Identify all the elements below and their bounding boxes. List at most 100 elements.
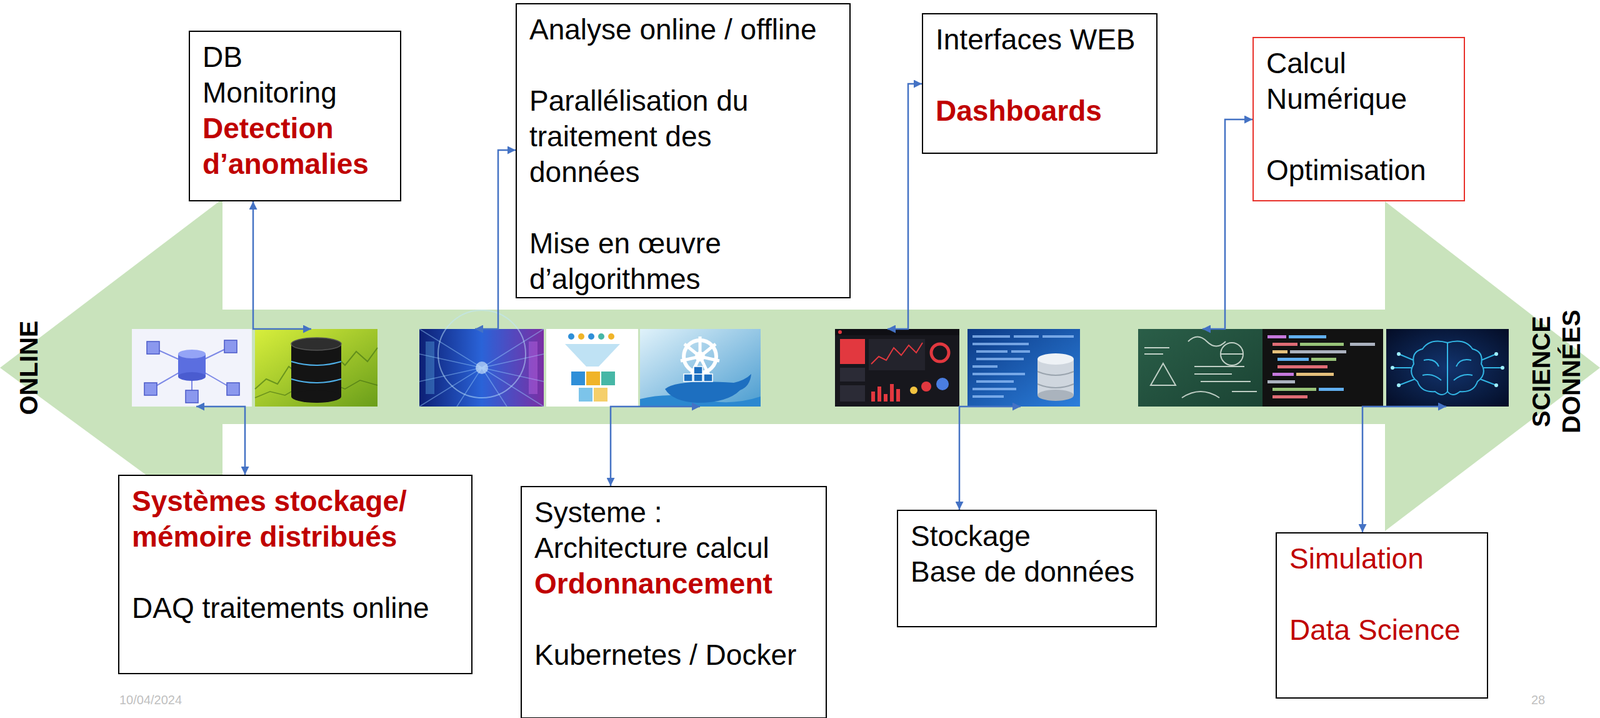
network-db-picture-part (131, 328, 252, 407)
chalkboard-picture-part-part (1144, 347, 1170, 354)
dashboard-picture-part-part (890, 383, 894, 402)
code-database-picture-part-part (972, 387, 1017, 390)
network-db-picture-part (150, 346, 234, 394)
rotated-holder: SCIENCE DONNÉES (1526, 309, 1587, 434)
kubernetes-docker-picture-part-part (693, 373, 703, 382)
highlight-text: Dashboards (935, 93, 1144, 129)
dashboard-picture-part-part (896, 388, 900, 402)
dashboard-picture-part (871, 383, 900, 402)
kubernetes-docker-picture-part (665, 373, 752, 403)
chalkboard-picture-part-part (1188, 336, 1226, 347)
code-database-picture-part-part (972, 365, 998, 368)
brain-picture-part-part (1396, 351, 1401, 356)
box-text: Parallélisation du traitement des donnée… (529, 83, 822, 190)
code-database-picture-part-part (972, 395, 1004, 398)
box-text: Systeme : (534, 494, 814, 530)
brain-picture-part-part (1494, 351, 1499, 356)
text-box: SimulationData Science (1275, 531, 1489, 699)
connector-arrow (1362, 406, 1447, 532)
dark-code-picture-part (1277, 357, 1309, 361)
data-blocks-picture-part (571, 371, 585, 385)
text-box: Systeme :Architecture calculOrdonnanceme… (520, 485, 827, 718)
connector-arrow (887, 83, 922, 329)
box-text: Mise en œuvre d’algorithmes (529, 225, 822, 297)
brain-picture-part-part (1446, 342, 1449, 392)
dashboard-picture-part (936, 377, 949, 390)
box-text: DB (202, 39, 388, 75)
server-room-picture-part (419, 328, 544, 407)
dashboard-picture-part (840, 385, 865, 402)
slide-date: 10/04/2024 (119, 691, 182, 708)
text-box: DBMonitoringDetection d’anomalies (188, 30, 402, 202)
cylinder-picture-part (291, 361, 342, 365)
box-text: Interfaces WEB (935, 21, 1144, 58)
kubernetes-docker-picture-part (683, 366, 713, 382)
dark-code-picture-part (1318, 387, 1344, 391)
network-db-picture (131, 328, 252, 407)
dashboard-picture-part (910, 386, 918, 394)
code-database-picture-part-part (976, 357, 1024, 360)
brain-picture-part-part (1422, 359, 1473, 380)
chalkboard-picture (1138, 328, 1263, 407)
server-room-picture-part (419, 328, 544, 407)
rotated-holder: ONLINE (13, 320, 44, 415)
code-database-picture-part-part (1013, 335, 1039, 338)
box-text: Calcul Numérique (1266, 45, 1452, 117)
footer-holder: 10/04/2024 (119, 691, 182, 708)
text-box: Systèmes stockage/ mémoire distribuésDAQ… (118, 474, 473, 674)
code-database-picture-part (1037, 353, 1074, 365)
server-room-picture-part-part (456, 367, 482, 407)
chalkboard-picture-part-part (1181, 391, 1220, 398)
code-database-picture-part-part (972, 342, 1029, 345)
dark-code-picture-part (1272, 342, 1298, 346)
dashboard-picture-part (840, 338, 865, 364)
cylinder-picture-part (291, 343, 342, 397)
code-database-picture-part (1037, 371, 1074, 375)
brain-picture-part-part (1411, 341, 1484, 395)
code-database-picture (967, 328, 1080, 407)
dashboard-picture-part-part (877, 386, 882, 402)
kubernetes-docker-picture-part-part (683, 373, 693, 382)
brain-picture-part (1390, 351, 1505, 387)
code-database-picture-part (1037, 389, 1074, 401)
highlight-text: Ordonnancement (534, 565, 814, 602)
box-text: Architecture calcul (534, 530, 814, 566)
server-room-picture (419, 310, 544, 407)
chalkboard-picture-part-part (1231, 390, 1257, 392)
network-db-picture-part-part (185, 390, 199, 403)
highlight-text: Simulation (1289, 540, 1475, 577)
cylinder-picture-part (291, 337, 342, 350)
highlight-text: Systèmes stockage/ mémoire distribués (131, 483, 459, 555)
brain-picture-part-part (1494, 383, 1499, 387)
brain-picture-part (1386, 328, 1509, 407)
dashboard-picture-part (835, 328, 960, 335)
network-db-picture-part (178, 349, 206, 359)
box-text: Monitoring (202, 75, 388, 111)
footer-holder: 28 (1531, 691, 1545, 708)
data-blocks-picture-part (565, 343, 620, 367)
text-box: Calcul NumériqueOptimisation (1252, 36, 1465, 202)
dashboard-picture-part (868, 338, 925, 370)
highlight-text: Data Science (1289, 611, 1475, 648)
dark-code-picture-part (1272, 395, 1308, 399)
network-db-picture-part-part (144, 382, 157, 395)
dark-code-picture-part (1311, 357, 1337, 361)
dark-code-picture-part (1272, 387, 1317, 391)
dashboard-picture-part-part (871, 391, 875, 402)
server-room-picture-part (438, 310, 526, 398)
data-blocks-picture-part (608, 333, 615, 340)
dark-code-picture-part (1272, 372, 1294, 376)
data-blocks-picture-part (578, 387, 593, 402)
box-text: Kubernetes / Docker (534, 636, 814, 673)
dark-code-picture-part (1350, 342, 1375, 346)
box-text: DAQ traitements online (131, 590, 459, 626)
cylinder-picture-part (291, 390, 342, 403)
connector-arrow (959, 406, 1021, 510)
code-database-picture-part-part (972, 335, 1010, 338)
box-text: Optimisation (1266, 152, 1452, 189)
dark-code-picture-part (1290, 350, 1347, 354)
network-db-picture-part-part (146, 341, 160, 354)
server-room-picture-part-part (481, 367, 507, 407)
dashboard-picture-part (840, 367, 865, 382)
brain-picture-part-part (1390, 365, 1395, 370)
